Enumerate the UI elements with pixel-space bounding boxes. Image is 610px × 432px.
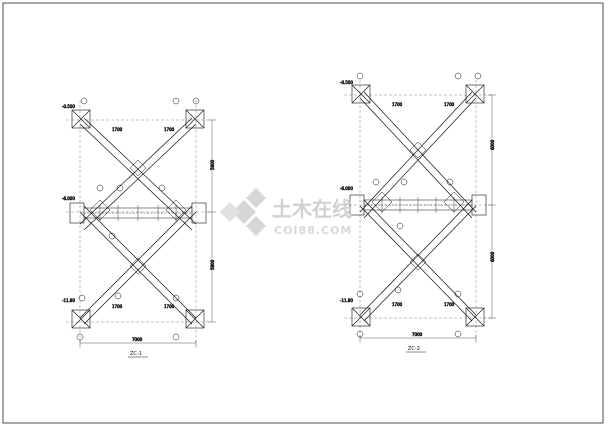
right-truss-drawing: -0.500 -6.000 -11.80 6000 6000 7000 1700… [340, 72, 496, 353]
watermark-brand-cn: 土木在线 [272, 197, 352, 221]
svg-text:1700: 1700 [112, 127, 123, 132]
right-callout-circles [356, 72, 482, 338]
left-grid-lines [66, 100, 212, 350]
svg-text:-11.80: -11.80 [62, 298, 75, 303]
svg-text:1700: 1700 [164, 304, 175, 309]
svg-text:7000: 7000 [412, 332, 423, 337]
watermark-brand-en: COI88.COM [274, 224, 352, 237]
left-mid-beam [84, 205, 192, 221]
svg-text:5800: 5800 [210, 159, 215, 170]
svg-text:-0.500: -0.500 [340, 80, 353, 85]
svg-text:6000: 6000 [490, 251, 495, 262]
sheet-border [2, 2, 604, 424]
left-dimension-lines [79, 119, 216, 346]
right-mid-beam [364, 197, 472, 213]
right-dimension-lines [359, 94, 496, 341]
right-x-braces [359, 91, 477, 322]
left-truss-drawing: -0.500 -6.000 -11.80 5800 5800 7000 1700… [62, 97, 216, 358]
right-corner-plates [349, 84, 487, 327]
svg-text:-0.500: -0.500 [62, 104, 75, 109]
svg-text:-6.000: -6.000 [62, 196, 75, 201]
left-caption: ZC-1 [130, 351, 142, 357]
svg-text:7000: 7000 [132, 337, 143, 342]
svg-text:-6.000: -6.000 [340, 186, 353, 191]
watermark-logo-icon [220, 188, 266, 236]
left-x-braces [79, 117, 197, 325]
left-annotations: -0.500 -6.000 -11.80 5800 5800 7000 1700… [62, 104, 216, 343]
svg-text:1700: 1700 [392, 302, 403, 307]
svg-text:5800: 5800 [210, 259, 215, 270]
svg-text:-11.80: -11.80 [340, 298, 353, 303]
svg-text:1700: 1700 [164, 127, 175, 132]
left-callout-circles [76, 97, 200, 341]
left-corner-plates [69, 109, 207, 329]
svg-text:1700: 1700 [112, 304, 123, 309]
right-grid-lines [344, 80, 492, 345]
right-caption: ZC-2 [408, 346, 420, 352]
right-node-plates [371, 141, 465, 271]
watermark: 土木在线 COI88.COM [220, 188, 352, 237]
svg-text:1700: 1700 [444, 102, 455, 107]
svg-text:6000: 6000 [490, 139, 495, 150]
left-node-plates [89, 159, 187, 275]
svg-text:1700: 1700 [444, 302, 455, 307]
svg-text:1700: 1700 [392, 102, 403, 107]
right-annotations: -0.500 -6.000 -11.80 6000 6000 7000 1700… [340, 80, 496, 338]
